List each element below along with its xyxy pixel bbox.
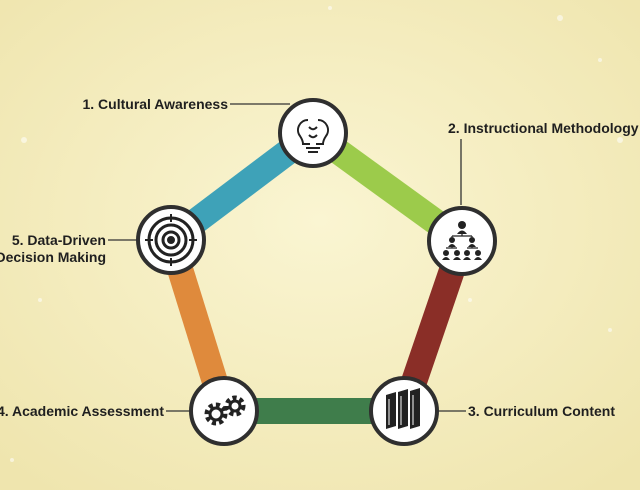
node-cultural: [278, 98, 348, 168]
node-data: [136, 205, 206, 275]
label-academic-assessment: 4. Academic Assessment: [0, 403, 164, 419]
books-icon: [386, 388, 420, 429]
label-data-driven: 5. Data-Driven Decision Making: [0, 232, 106, 265]
hierarchy-people-icon: [442, 221, 482, 260]
lightbulb-brain-icon: [297, 119, 329, 153]
target-icon: [145, 214, 197, 266]
label-instructional-methodology: 2. Instructional Methodology: [448, 120, 639, 136]
node-curriculum: [369, 376, 439, 446]
label-curriculum-content: 3. Curriculum Content: [468, 403, 616, 419]
background-dots: [10, 6, 623, 462]
node-assessment: [189, 376, 259, 446]
gears-icon: [204, 395, 246, 426]
label-cultural-awareness: 1. Cultural Awareness: [82, 96, 228, 112]
leader-lines: [108, 103, 466, 412]
node-instructional: [427, 206, 497, 276]
